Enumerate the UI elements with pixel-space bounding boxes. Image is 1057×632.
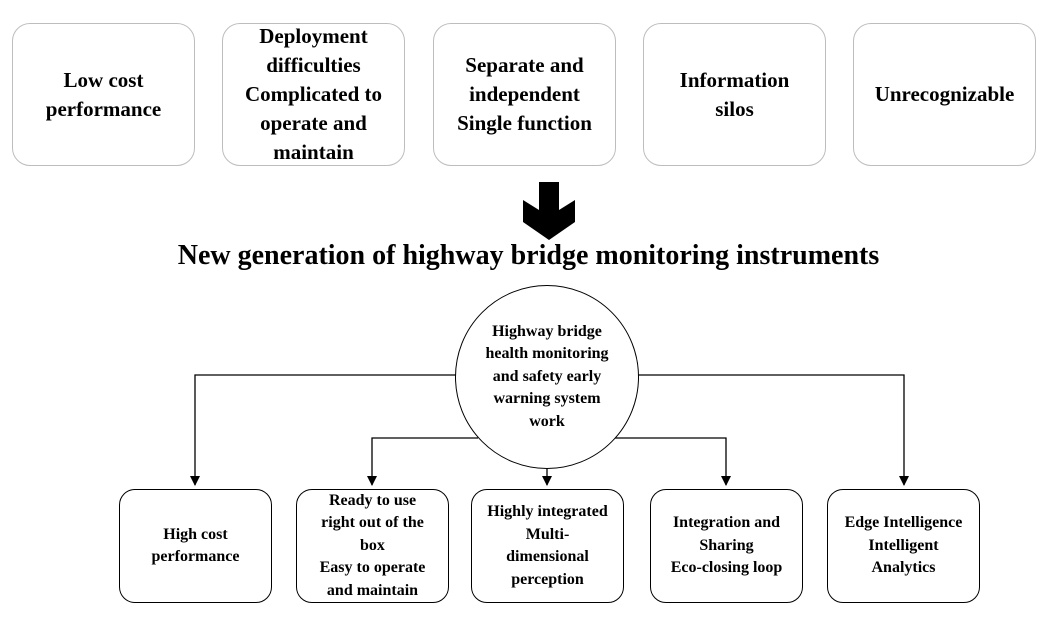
problem-label: Deployment difficulties Complicated to o…: [244, 24, 383, 164]
problem-box-unrecognizable: Unrecognizable: [853, 23, 1036, 166]
connector-left-inner: [367, 437, 478, 486]
down-arrow-icon: [523, 182, 575, 240]
problem-box-separate: Separate and independent Single function: [433, 23, 616, 166]
problem-label: Separate and independent Single function: [457, 53, 592, 135]
hub-label: Highway bridge health monitoring and saf…: [485, 322, 609, 430]
problem-label: Information silos: [679, 67, 790, 121]
feature-box-ready-to-use: Ready to use right out of the box Easy t…: [296, 489, 449, 603]
feature-label: High cost performance: [151, 525, 240, 566]
feature-box-edge-intelligence: Edge Intelligence Intelligent Analytics: [827, 489, 980, 603]
feature-box-high-cost: High cost performance: [119, 489, 272, 603]
connector-left-outer: [190, 374, 457, 486]
hub-circle: Highway bridge health monitoring and saf…: [455, 285, 639, 469]
feature-box-highly-integrated: Highly integrated Multi- dimensional per…: [471, 489, 624, 603]
diagram-title: New generation of highway bridge monitor…: [177, 240, 880, 271]
feature-label: Ready to use right out of the box Easy t…: [319, 491, 426, 599]
problem-box-information-silos: Information silos: [643, 23, 826, 166]
feature-label: Highly integrated Multi- dimensional per…: [487, 503, 608, 588]
problem-box-deployment: Deployment difficulties Complicated to o…: [222, 23, 405, 166]
feature-label: Integration and Sharing Eco-closing loop: [670, 514, 783, 577]
feature-box-integration-sharing: Integration and Sharing Eco-closing loop: [650, 489, 803, 603]
problem-label: Low cost performance: [45, 67, 162, 121]
feature-label: Edge Intelligence Intelligent Analytics: [844, 514, 963, 577]
connector-right-inner: [615, 437, 731, 486]
connector-right-outer: [637, 374, 909, 486]
problem-box-low-cost: Low cost performance: [12, 23, 195, 166]
problem-label: Unrecognizable: [874, 82, 1015, 106]
